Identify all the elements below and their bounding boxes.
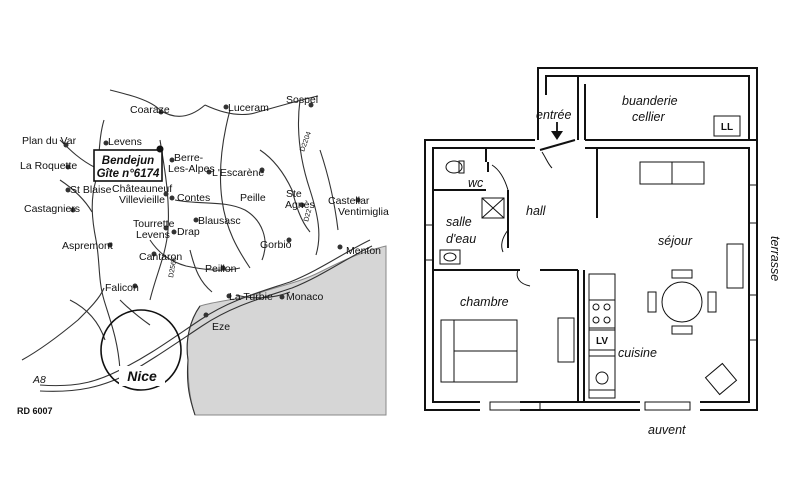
town-label: Contes — [177, 192, 210, 204]
road-number-label: D2566 — [168, 257, 178, 279]
room-label-buanderie: buanderie — [622, 94, 678, 108]
town-label: Monaco — [286, 291, 324, 303]
location-map: Nice Bendejun Gîte n°6174 Coaraze Lucera… — [17, 89, 389, 416]
room-label-cuisine: cuisine — [618, 346, 657, 360]
town-label: St Blaise — [70, 184, 112, 196]
town-label: Gorbio — [260, 239, 292, 251]
gite-number: Gîte n°6174 — [97, 168, 160, 180]
town-label: Peillon — [205, 263, 237, 275]
town-label: Cantaron — [139, 251, 182, 263]
town-label: Ventimiglia — [338, 206, 389, 218]
dishwasher-label: LV — [596, 336, 608, 347]
town-label: Agnès — [285, 199, 315, 211]
cooktop-icon — [588, 299, 616, 329]
town-label: Châteauneuf — [112, 183, 172, 195]
armchair-icon — [704, 362, 738, 396]
gite-box — [93, 149, 163, 182]
town-label: Tourrette — [133, 218, 175, 230]
kitchen-sink-icon — [588, 355, 616, 391]
room-label-salle: salle — [446, 215, 472, 229]
window-bottom-left — [489, 401, 541, 411]
wardrobe-icon — [557, 317, 575, 363]
town-label: Berre- — [174, 152, 204, 164]
room-label-chambre: chambre — [460, 295, 509, 309]
outside-label-terrasse: terrasse — [768, 236, 782, 281]
nice-label-box — [119, 366, 165, 386]
dishwasher-box — [588, 329, 616, 351]
town-label: Villevieille — [119, 194, 165, 206]
town-label: Sospel — [286, 94, 318, 106]
nice-circle — [100, 309, 182, 391]
town-label: Plan du Var — [22, 135, 77, 147]
town-label: Falicon — [105, 282, 139, 294]
toilet-icon — [445, 160, 463, 174]
window-left — [424, 224, 434, 261]
entrance-arrow — [551, 122, 563, 140]
town-label: Eze — [212, 321, 230, 333]
town-label: Drap — [177, 226, 200, 238]
room-label-wc: wc — [468, 176, 484, 190]
road-number-label: D22 — [303, 208, 313, 222]
sea — [186, 245, 387, 416]
buanderie-annex: LL — [537, 67, 758, 140]
window-right-bottom — [748, 294, 758, 341]
town-label: Les-Alpes — [168, 163, 215, 175]
room-label-entree: entrée — [536, 108, 571, 122]
room-label-hall: hall — [526, 204, 547, 218]
town-label: Blausasc — [198, 215, 241, 227]
window-bottom-right — [644, 401, 691, 411]
gite-name: Bendejun — [102, 155, 154, 167]
nice-label: Nice — [127, 368, 157, 384]
town-label: Levens — [108, 136, 142, 148]
window-right-top — [748, 184, 758, 224]
town-labels: Coaraze Luceram Sospel Plan du Var Leven… — [20, 94, 389, 386]
coastline — [186, 305, 201, 416]
town-label: La Roquette — [20, 160, 77, 172]
map-reference-code: RD 6007 — [17, 406, 53, 416]
room-labels: buanderie cellier entrée wc hall salle d… — [446, 94, 782, 437]
bathroom-sink-icon — [439, 249, 461, 265]
town-label: Peille — [240, 192, 266, 204]
room-label-deau: d'eau — [446, 232, 476, 246]
room-label-cellier: cellier — [632, 110, 665, 124]
town-label: Luceram — [228, 102, 269, 114]
town-label: Coaraze — [130, 104, 170, 116]
gite-dot — [156, 145, 164, 153]
interior-walls — [433, 148, 598, 402]
town-label: La Turbie — [229, 291, 273, 303]
town-label: A8 — [32, 374, 46, 386]
room-label-sejour: séjour — [658, 234, 693, 248]
town-label: Castellar — [328, 195, 370, 207]
floor-plan: LL — [424, 67, 782, 437]
dining-table-icon — [661, 281, 703, 323]
town-label: Castagniers — [24, 203, 80, 215]
town-dots — [63, 102, 361, 318]
shower-icon — [481, 197, 505, 219]
washing-machine-label: LL — [721, 122, 733, 133]
town-label: Aspremont — [62, 240, 113, 252]
fixtures: LV — [439, 160, 744, 399]
town-label: Menton — [346, 245, 381, 257]
road-number-label: D2204 — [299, 131, 313, 153]
washing-machine-box — [713, 115, 741, 137]
sideboard-icon — [726, 243, 744, 289]
town-label: L'Escarène — [212, 167, 264, 179]
outer-walls — [424, 139, 758, 411]
outside-label-auvent: auvent — [648, 423, 686, 437]
town-label: Levens — [136, 229, 170, 241]
town-label: Ste — [286, 188, 302, 200]
